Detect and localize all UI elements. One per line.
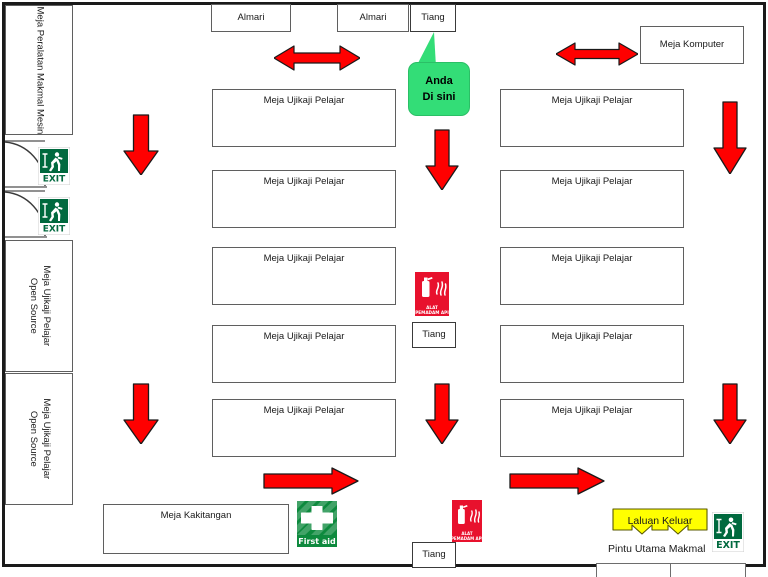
desk-left-4-label: Meja Ujikaji Pelajar [263,331,345,342]
staff-desk-label: Meja Kakitangan [160,510,232,521]
svg-text:EXIT: EXIT [43,224,66,234]
bench-machine-equipment[interactable]: Meja Peralatan Makmal Mesin [5,5,73,135]
bench-open-source-lower-label: Meja Ujikaji Pelajar Open Source [26,399,52,480]
wall-top [2,2,766,5]
arrow-bidirectional-top-left [274,43,360,73]
cupboard-2-label: Almari [359,12,387,24]
pillar-bottom[interactable]: Tiang [412,542,456,568]
svg-text:First aid: First aid [298,537,336,546]
arrow-right-bottom-right [508,466,606,496]
cupboard-2[interactable]: Almari [337,4,409,32]
cupboard-1-label: Almari [237,12,265,24]
desk-right-3-label: Meja Ujikaji Pelajar [551,253,633,264]
desk-left-2-label: Meja Ujikaji Pelajar [263,176,345,187]
pillar-top[interactable]: Tiang [410,4,456,32]
desk-right-1[interactable]: Meja Ujikaji Pelajar [500,89,684,147]
arrow-right-bottom-left [262,466,360,496]
callout-line2: Di sini [422,91,456,103]
svg-text:ALAT: ALAT [426,305,438,310]
bench-open-source-upper-line1: Meja Ujikaji Pelajar [40,265,52,347]
callout-line1: Anda [425,74,453,87]
arrow-down-left-upper [122,113,160,175]
fire-extinguisher-sign-bottom: ALAT PEMADAM API [452,500,482,542]
exit-sign-left-lower: EXIT [38,197,70,235]
arrow-down-right-upper [712,100,748,174]
exit-sign-left-upper: EXIT [38,147,70,185]
main-door-label: Pintu Utama Makmal [608,543,706,555]
desk-right-4[interactable]: Meja Ujikaji Pelajar [500,325,684,383]
arrow-bidirectional-top-right [556,40,638,68]
bench-open-source-lower-line1: Meja Ujikaji Pelajar [40,398,52,480]
bench-open-source-upper-label: Meja Ujikaji Pelajar Open Source [26,266,52,347]
desk-left-3-label: Meja Ujikaji Pelajar [263,253,345,264]
exit-route-banner: Laluan Keluar [612,508,708,542]
arrow-down-right-lower [712,382,748,444]
wall-left [2,2,5,567]
svg-text:PEMADAM API: PEMADAM API [415,310,449,315]
fire-extinguisher-sign-middle: ALAT PEMADAM API [415,272,449,316]
svg-text:PEMADAM API: PEMADAM API [452,536,482,541]
wall-bottom-right [742,564,766,567]
desk-right-3[interactable]: Meja Ujikaji Pelajar [500,247,684,305]
arrow-down-left-lower [122,382,160,444]
staff-desk[interactable]: Meja Kakitangan [103,504,289,554]
pillar-middle[interactable]: Tiang [412,322,456,348]
bench-open-source-upper-line2: Open Source [28,278,39,334]
you-are-here-callout: Anda Di sini [408,62,470,116]
desk-right-4-label: Meja Ujikaji Pelajar [551,331,633,342]
pillar-middle-label: Tiang [422,329,446,341]
desk-left-4[interactable]: Meja Ujikaji Pelajar [212,325,396,383]
desk-left-3[interactable]: Meja Ujikaji Pelajar [212,247,396,305]
desk-left-5[interactable]: Meja Ujikaji Pelajar [212,399,396,457]
pillar-bottom-label: Tiang [422,549,446,561]
svg-text:EXIT: EXIT [43,174,66,184]
svg-text:EXIT: EXIT [716,540,740,551]
desk-left-5-label: Meja Ujikaji Pelajar [263,405,345,416]
bench-open-source-lower[interactable]: Meja Ujikaji Pelajar Open Source [5,373,73,505]
bench-open-source-lower-line2: Open Source [28,411,39,467]
main-door-leaf-left [596,563,672,577]
desk-right-2[interactable]: Meja Ujikaji Pelajar [500,170,684,228]
svg-text:ALAT: ALAT [461,531,472,536]
desk-right-2-label: Meja Ujikaji Pelajar [551,176,633,187]
desk-right-1-label: Meja Ujikaji Pelajar [551,95,633,106]
first-aid-sign: First aid [297,501,337,547]
bench-open-source-upper[interactable]: Meja Ujikaji Pelajar Open Source [5,240,73,372]
computer-desk[interactable]: Meja Komputer [640,26,744,64]
wall-right [763,2,766,567]
desk-right-5-label: Meja Ujikaji Pelajar [551,405,633,416]
callout-pointer-tail [404,32,444,67]
exit-sign-main-door: EXIT [712,512,744,552]
desk-left-2[interactable]: Meja Ujikaji Pelajar [212,170,396,228]
pillar-top-label: Tiang [421,12,445,24]
main-door-leaf-right [670,563,746,577]
arrow-down-center-upper [424,128,460,190]
desk-left-1[interactable]: Meja Ujikaji Pelajar [212,89,396,147]
computer-desk-label: Meja Komputer [659,39,725,51]
bench-machine-equipment-label: Meja Peralatan Makmal Mesin [34,6,46,134]
arrow-down-center-lower [424,382,460,444]
wall-bottom-left [2,564,596,567]
desk-right-5[interactable]: Meja Ujikaji Pelajar [500,399,684,457]
cupboard-1[interactable]: Almari [211,4,291,32]
desk-left-1-label: Meja Ujikaji Pelajar [263,95,345,106]
